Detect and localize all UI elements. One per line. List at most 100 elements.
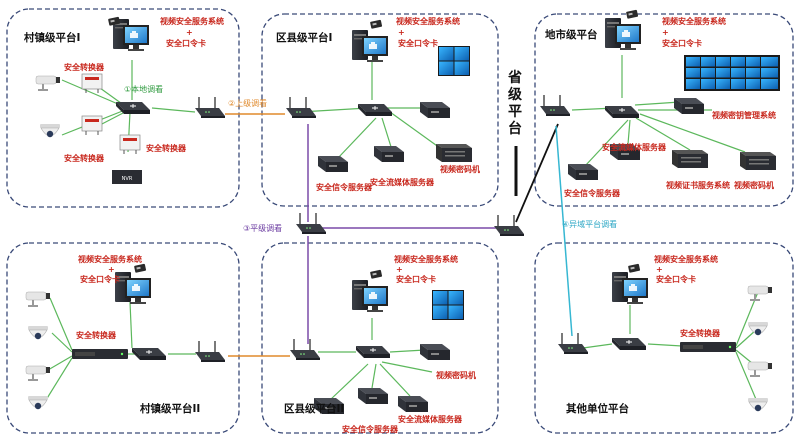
label-signaling-server: 安全信令服务器 <box>316 182 373 192</box>
label-security-converter: 安全转换器 <box>680 328 721 338</box>
panel-village-2 <box>6 242 240 434</box>
panel-village-1 <box>6 8 240 208</box>
flow-label-peer: ③平级调看 <box>243 223 282 233</box>
district2-devices <box>289 269 464 414</box>
district2-labels: 视频安全服务系统 + 安全口令卡 视频密码机 安全流媒体服务器 安全信令服务器 <box>342 254 476 434</box>
switch-icon <box>115 101 151 115</box>
label-video-security-system: 视频安全服务系统 <box>394 254 458 264</box>
video-wall-icon <box>438 46 470 76</box>
workstation-icon <box>605 18 641 50</box>
province-label: 省 级 平 台 <box>507 69 523 137</box>
panel-district-2 <box>261 242 499 434</box>
dome-camera-icon <box>27 325 49 340</box>
dome-camera-icon <box>39 123 61 138</box>
converter-nvr-icon <box>72 349 128 359</box>
converter-nvr-icon <box>680 342 736 352</box>
switch-icon <box>355 345 391 359</box>
province-char: 平 <box>508 104 522 120</box>
router-icon <box>493 214 525 237</box>
workstation-icon <box>352 30 388 62</box>
nvr-label: NVR <box>122 176 133 182</box>
workstation-icon <box>612 272 648 304</box>
server-icon <box>374 146 404 162</box>
city-devices <box>539 9 780 180</box>
panel-title-village1: 村镇级平台I <box>24 31 80 44</box>
router-icon <box>194 340 226 363</box>
server-icon <box>568 164 598 180</box>
rack-server-icon <box>740 152 776 170</box>
switch-icon <box>131 347 167 361</box>
rack-server-icon <box>436 144 472 162</box>
label-signaling-server: 安全信令服务器 <box>342 424 399 434</box>
province-char: 台 <box>508 120 522 137</box>
panel-other <box>534 242 794 434</box>
large-video-wall-icon <box>684 55 780 91</box>
label-plus: + <box>186 28 193 37</box>
label-video-cipher: 视频密码机 <box>436 370 476 380</box>
label-cert-server: 视频证书服务系统 <box>666 180 730 190</box>
village1-labels: 视频安全服务系统 + 安全口令卡 安全转换器 安全转换器 安全转换器 <box>64 16 224 163</box>
dome-camera-icon <box>747 321 769 336</box>
label-plus: + <box>662 28 669 37</box>
flow-label-local: ①本地调看 <box>124 84 163 94</box>
panel-city <box>534 13 794 207</box>
label-video-cipher: 视频密码机 <box>734 180 774 190</box>
label-video-cipher: 视频密码机 <box>440 164 480 174</box>
bullet-camera-icon <box>25 365 51 382</box>
rack-server-icon <box>672 150 708 168</box>
workstation-icon <box>352 280 388 312</box>
label-security-converter: 安全转换器 <box>76 330 117 340</box>
label-video-security-system: 视频安全服务系统 <box>662 16 726 26</box>
dome-camera-icon <box>27 395 49 410</box>
switch-icon <box>357 103 393 117</box>
district1-labels: 视频安全服务系统 + 安全口令卡 安全信令服务器 安全流媒体服务器 视频密码机 <box>316 16 480 192</box>
label-video-security-system: 视频安全服务系统 <box>396 16 460 26</box>
flow-label-cross: ④异域平台调看 <box>562 219 617 229</box>
server-icon <box>318 156 348 172</box>
panel-district-1 <box>261 13 499 207</box>
label-stream-server: 安全流媒体服务器 <box>602 142 667 152</box>
label-plus: + <box>398 28 405 37</box>
dome-camera-icon <box>747 397 769 412</box>
panel-borders <box>6 8 794 434</box>
orange-links <box>225 113 290 357</box>
village2-labels: 视频安全服务系统 + 安全口令卡 安全转换器 <box>76 254 142 340</box>
province-city-link <box>515 123 559 223</box>
bullet-camera-icon <box>747 285 773 302</box>
router-icon <box>285 96 317 119</box>
purple-links <box>307 124 505 344</box>
token-card-icon <box>370 19 383 29</box>
router-icon <box>194 96 226 119</box>
label-video-security-system: 视频安全服务系统 <box>78 254 142 264</box>
panel-title-city: 地市级平台 <box>545 28 598 41</box>
label-security-token: 安全口令卡 <box>656 274 696 284</box>
nvr-icon: NVR <box>112 170 142 184</box>
label-plus: + <box>108 265 115 274</box>
token-card-icon <box>626 9 639 19</box>
server-icon <box>674 98 704 114</box>
province-char: 级 <box>508 86 523 103</box>
label-plus: + <box>396 265 403 274</box>
province-char: 省 <box>507 69 522 86</box>
label-security-token: 安全口令卡 <box>80 274 120 284</box>
video-wall-icon <box>432 290 464 320</box>
router-icon <box>539 94 571 117</box>
label-security-token: 安全口令卡 <box>396 274 436 284</box>
village1-devices: NVR <box>35 16 226 184</box>
bullet-camera-icon <box>747 361 773 378</box>
server-icon <box>398 396 428 412</box>
cyan-link <box>555 125 573 337</box>
label-stream-server: 安全流媒体服务器 <box>370 177 435 187</box>
label-security-converter: 安全转换器 <box>64 62 105 72</box>
server-icon <box>420 344 450 360</box>
label-security-token: 安全口令卡 <box>662 38 702 48</box>
label-security-converter: 安全转换器 <box>146 143 187 153</box>
token-card-icon <box>134 263 147 273</box>
label-key-management: 视频密钥管理系统 <box>712 110 776 120</box>
label-security-token: 安全口令卡 <box>398 38 438 48</box>
switch-icon <box>604 105 640 119</box>
label-video-security-system: 视频安全服务系统 <box>160 16 224 26</box>
token-card-icon <box>628 263 641 273</box>
bullet-camera-icon <box>25 291 51 308</box>
